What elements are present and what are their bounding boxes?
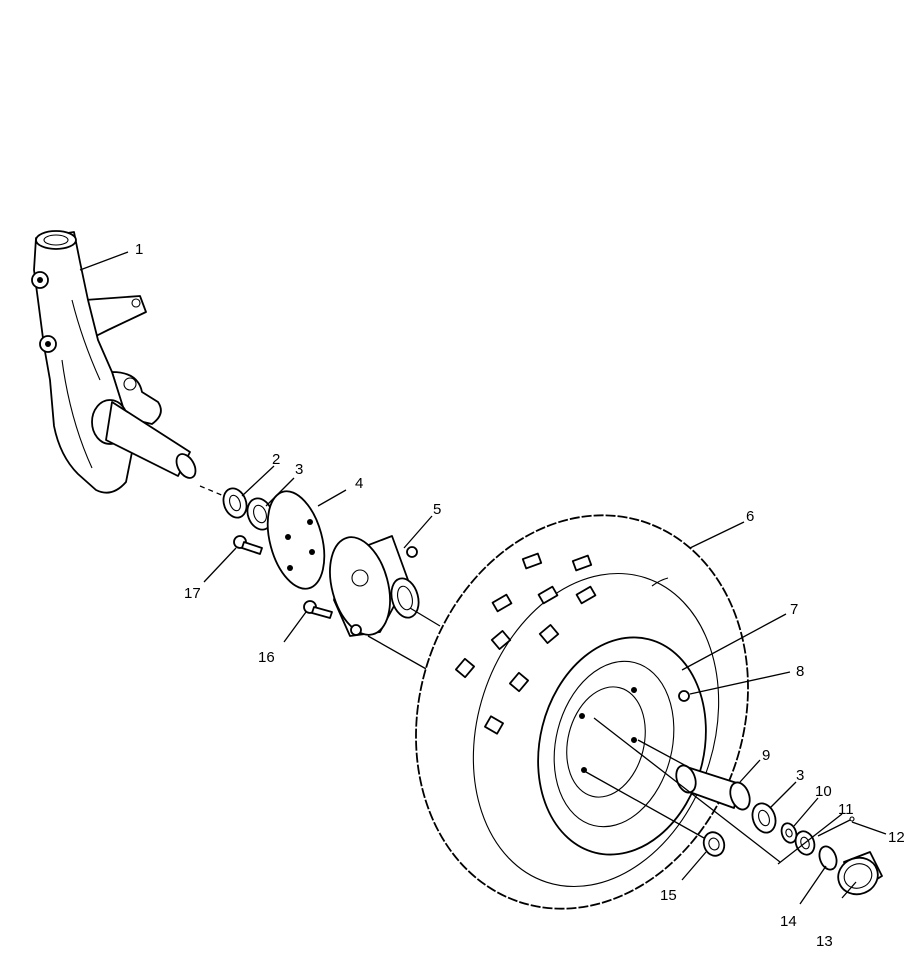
disc-bolt [233,535,263,555]
steering-knuckle [31,230,197,494]
callout-9: 9 [762,747,770,764]
callout-6: 6 [746,508,754,525]
cotter-pin [817,816,855,837]
callout-12: 12 [888,829,905,846]
callout-8: 8 [796,663,804,680]
callout-16: 16 [258,649,275,666]
callout-17: 17 [184,585,201,602]
callout-3b: 3 [796,767,804,784]
callout-3: 3 [295,461,303,478]
valve-stem [678,690,690,702]
bearing-outer [751,802,777,834]
assembly-lines [585,717,781,863]
callout-5: 5 [433,501,441,518]
dust-cap [837,851,883,896]
brake-disc [266,490,326,590]
leader-lines [79,251,887,905]
callout-10: 10 [815,783,832,800]
wheel-rim [537,636,707,856]
lug-nut [702,831,726,857]
callout-7: 7 [790,601,798,618]
callout-labels: 1 2 3 4 5 6 7 8 9 3 10 11 12 13 14 15 16… [135,241,905,950]
callout-15: 15 [660,887,677,904]
callout-4: 4 [355,475,363,492]
wheel-hub [329,535,441,671]
hub-bolt [303,600,333,619]
callout-13: 13 [816,933,833,950]
callout-2: 2 [272,451,280,468]
washer [780,822,798,844]
seal [199,485,248,519]
callout-14: 14 [780,913,797,930]
o-ring [818,845,838,871]
callout-1: 1 [135,241,143,258]
callout-11: 11 [838,801,854,818]
